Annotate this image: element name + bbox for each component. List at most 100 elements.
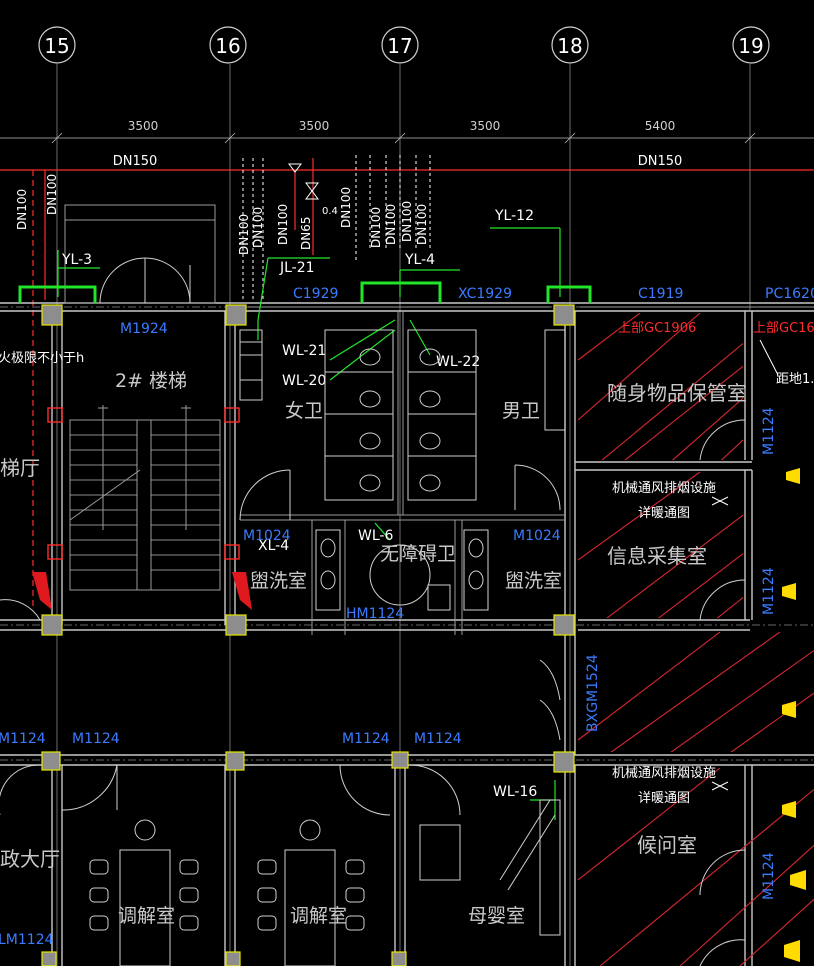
ventilation-note-ref: 详暖通图 [638,791,690,806]
axis-label: 19 [738,34,763,58]
tag-wl22: WL-22 [436,354,480,370]
window-label: PC1620 [765,286,814,302]
pipe-size-label: DN100 [369,207,383,248]
vertical-risers: 0.4 [32,155,431,610]
ventilation-note-ref: 详暖通图 [638,506,690,521]
pipe-tags: YL-3 JL-21 YL-4 YL-12 WL-21 WL-20 WL-22 … [61,208,537,800]
axis-label: 18 [557,34,582,58]
tag-yl3: YL-3 [61,252,92,268]
axis-bubble [381,26,419,64]
column [41,951,57,966]
tag-wl16: WL-16 [493,784,537,800]
room-name-mother: 母婴室 [468,905,525,927]
grid-axis-labels: 15 16 17 18 19 [38,26,770,64]
pipe-size-label: DN100 [400,201,414,242]
main-supply-pipe: DN150 DN150 [0,154,814,171]
dimension-text: 3500 [470,119,501,133]
room-name-stair: 2# 楼梯 [115,370,187,392]
ventilation-note: 机械通风排烟设施 [612,766,716,781]
window-label: XC1929 [458,286,512,302]
column [391,951,407,966]
room-name-storage: 随身物品保管室 [607,381,747,405]
speaker-icon [790,870,806,890]
pipe-size-label: DN100 [384,204,398,245]
axis-label: 17 [387,34,412,58]
column [41,304,63,326]
fire-extinguisher-icon [32,572,52,610]
pipe-size-label: DN100 [415,204,429,245]
room-name-waiting: 候问室 [637,833,697,857]
tag-wl21: WL-21 [282,343,326,359]
window-label: C1929 [293,286,338,302]
room-name-wash-left: 盥洗室 [250,570,307,592]
valve-icon [305,190,319,200]
pipe-size-label: DN150 [113,154,158,169]
room-name-hall-left: 梯厅 [0,456,40,480]
door-labels: M1924 M1024 M1024 HM1124 M1124 M1124 M11… [0,321,777,948]
interior-walls [0,311,814,966]
ventilation-note: 机械通风排烟设施 [612,481,716,496]
red-note: 上部GC1606 [753,321,814,336]
door-label: M1124 [0,731,46,747]
upper-hall [64,204,216,304]
door-label: HM1124 [346,606,404,622]
red-notes: 上部GC1906 上部GC1606 [618,321,814,336]
door-label: M1124 [761,407,777,455]
tag-wl6: WL-6 [358,528,393,544]
axis-label: 15 [44,34,69,58]
mediation-furniture [89,799,556,966]
door-label: M1124 [72,731,120,747]
door-label: BXGM1524 [585,654,601,732]
room-name-info: 信息采集室 [607,544,707,568]
column [391,751,409,769]
column [225,951,241,966]
fire-rating-note: 火极限不小于h [0,351,84,366]
pipe-size-label: DN100 [276,204,290,245]
door-swings [0,419,746,966]
staircase [69,405,221,591]
window-label: C1919 [638,286,683,302]
column [553,304,575,326]
pipe-size-label: DN100 [339,187,353,228]
dimension-line: 3500 3500 3500 5400 [0,119,814,144]
pipe-size-labels: DN100 DN100 DN100 DN100 DN100 DN65 DN100… [15,174,429,255]
speaker-icon [784,940,800,962]
door-label: M1124 [342,731,390,747]
column [225,304,247,326]
tag-jl21: JL-21 [279,260,315,276]
room-name-accessible: 无障碍卫 [380,543,456,565]
annotation-notes: 火极限不小于h 距地1.3 机械通风排烟设施 详暖通图 机械通风排烟设施 详暖通… [0,339,814,806]
window-labels: C1929 XC1929 C1919 PC1620 [293,286,814,302]
exterior-wall-top [0,302,814,312]
pipe-size-label: DN100 [237,214,251,255]
door-label: M1124 [761,852,777,900]
column [41,751,61,771]
tag-wl20: WL-20 [282,373,326,389]
tag-yl4: YL-4 [404,252,435,268]
equipment-markers [782,468,806,962]
pipe-size-label: DN100 [45,174,59,215]
column [225,614,247,636]
structural-columns [41,304,575,966]
column [553,751,575,773]
speaker-icon [782,701,796,718]
drain-pipes [18,227,592,820]
door-label: M1924 [120,321,168,337]
valve-icon [288,163,302,173]
room-name-male-wc: 男卫 [502,400,540,422]
column [41,614,63,636]
mount-height-note: 距地1.3 [776,372,814,387]
hatched-rooms [578,313,814,966]
valve-icon [305,182,319,192]
red-note: 上部GC1906 [618,321,696,336]
door-label: M1124 [414,731,462,747]
column [225,751,245,771]
valve-label: 0.4 [322,206,338,217]
fire-extinguisher-icon [232,572,252,610]
axis-bubble [732,26,770,64]
pipe-size-label: DN65 [299,217,313,251]
pipe-size-label: DN150 [638,154,683,169]
column [553,614,575,636]
room-name-hall-bottom: 政大厅 [0,847,60,871]
